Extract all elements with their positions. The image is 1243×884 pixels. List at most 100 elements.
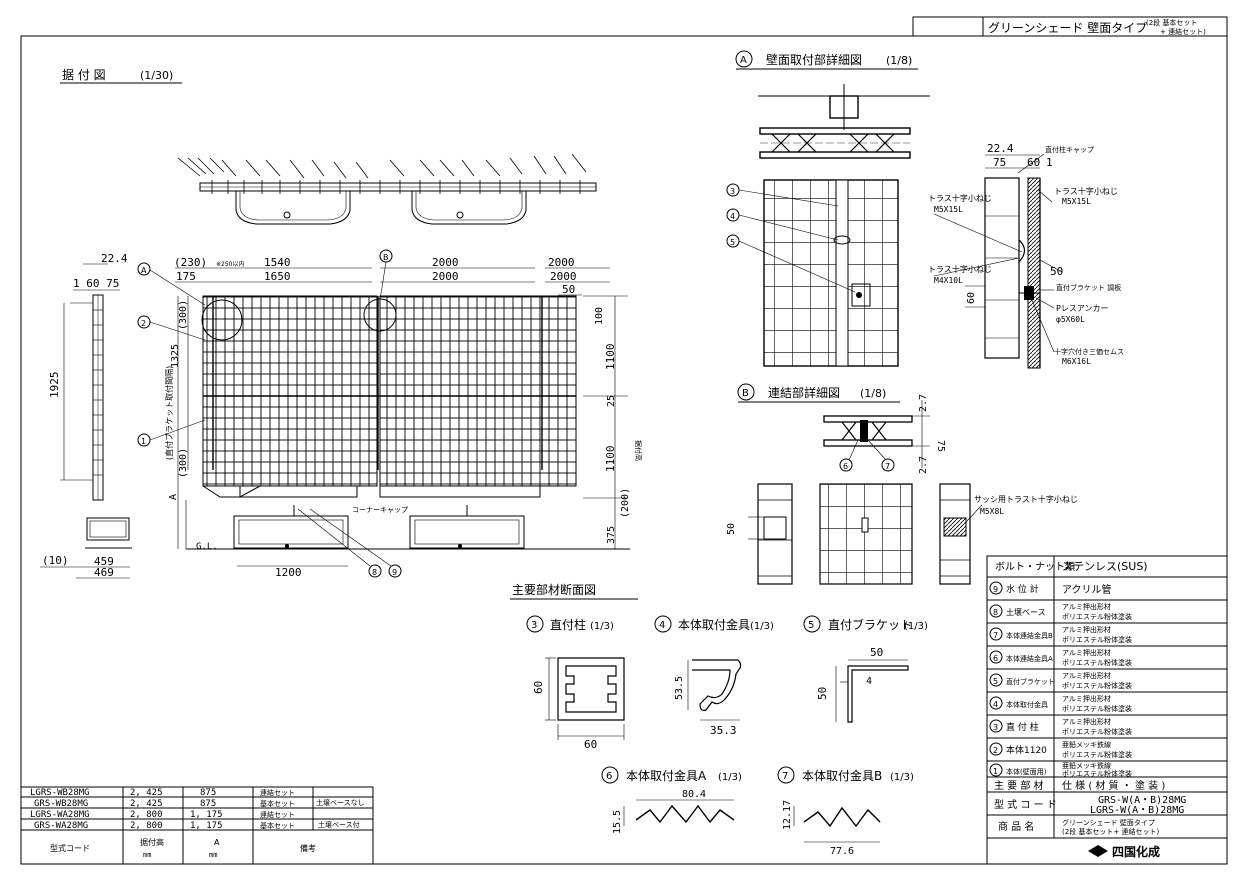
part-name: 水 位 計 xyxy=(1006,583,1039,595)
part-spec: アルミ押出形材 xyxy=(1062,717,1111,726)
installation-callouts xyxy=(137,249,402,578)
callout-4: 4 xyxy=(730,212,735,221)
model-row-a: 1, 175 xyxy=(190,810,223,820)
dim-1325: 1325 xyxy=(170,344,181,368)
dim-230-note: ※250以内 xyxy=(216,260,244,268)
part-name: 直付ブラケット xyxy=(1006,677,1055,686)
section-7-scale: (1/3) xyxy=(890,772,914,783)
model-header-height-unit: mm xyxy=(143,851,151,859)
part-num: 3 xyxy=(993,723,998,732)
detail-a-dim-50: 50 xyxy=(1050,265,1063,278)
section-3-dim-w: 60 xyxy=(584,738,597,751)
detail-a-dim-1: 1 xyxy=(1046,156,1053,169)
part-num: 2 xyxy=(993,746,998,755)
model-header-code: 型式コード xyxy=(50,843,90,853)
title-block: グリーンシェード 壁面タイプ (2段 基本セット + 連結セット) xyxy=(912,16,1228,37)
detail-a-label: 壁面取付部詳細図 xyxy=(766,52,862,67)
section-3-label: 直付柱 xyxy=(550,617,586,632)
detail-a-dim-75: 75 xyxy=(993,156,1006,169)
section-5-num: 5 xyxy=(808,620,814,631)
dim-459: 459 xyxy=(94,555,114,568)
model-row-height: 2, 425 xyxy=(130,799,163,809)
model-row-code: LGRS-WA28MG xyxy=(30,810,90,820)
section-6-dim-h: 15.5 xyxy=(612,810,623,834)
detail-b-scale: (1/8) xyxy=(860,387,886,400)
dim-100: 100 xyxy=(594,307,605,325)
title-variant-2: + 連結セット) xyxy=(1160,27,1206,36)
model-row-code: LGRS-WB28MG xyxy=(30,788,90,798)
height-note: 据付高 xyxy=(634,440,643,461)
side-view xyxy=(40,263,132,579)
note-truss-screw-2-size: M5X15L xyxy=(934,205,963,214)
detail-b-view: B 連結部詳細図 (1/8) 2.7 75 2.7 6 7 50 xyxy=(726,383,1078,585)
section-6-label: 本体取付金具A xyxy=(626,768,707,783)
detail-a-dim-22-4: 22.4 xyxy=(987,142,1014,155)
model-header-remarks: 備考 xyxy=(300,843,316,853)
section-6-num: 6 xyxy=(606,771,612,782)
installation-scale: (1/30) xyxy=(140,69,173,82)
detail-b-marker: B xyxy=(742,388,749,399)
detail-b-label: 連結部詳細図 xyxy=(768,385,840,400)
model-row-set: 基本セット xyxy=(260,821,295,830)
section-5-dim-w: 50 xyxy=(870,646,883,659)
dim-50: 50 xyxy=(562,283,575,296)
callout-7: 7 xyxy=(885,462,890,471)
dim-2000-a: 2000 xyxy=(432,256,459,269)
dim-2000-c: 2000 xyxy=(548,256,575,269)
section-6-scale: (1/3) xyxy=(718,772,742,783)
dim-175: 175 xyxy=(176,270,196,283)
section-3-dim-h: 60 xyxy=(532,681,545,694)
dim-22-4: 22.4 xyxy=(101,252,128,265)
part-spec: ポリエステル粉体塗装 xyxy=(1062,750,1132,759)
section-5-label: 直付ブラケット xyxy=(828,617,912,632)
part-name: 本体取付金具 xyxy=(1006,700,1048,709)
section-4-label: 本体取付金具 xyxy=(678,617,750,632)
model-header-a: A xyxy=(214,838,220,847)
part-spec: アルミ押出形材 xyxy=(1062,648,1111,657)
part-spec: アクリル管 xyxy=(1062,583,1112,596)
note-column-cap: 直付柱キャップ xyxy=(1045,145,1094,154)
callout-3: 3 xyxy=(730,187,735,196)
dim-1925: 1925 xyxy=(48,372,61,399)
part-spec: アルミ押出形材 xyxy=(1062,625,1111,634)
part-spec: ポリエステル粉体塗装 xyxy=(1062,681,1132,690)
section-4-dim-w: 35.3 xyxy=(710,724,737,737)
product-name-value-2: (2段 基本セット+ 連結セット) xyxy=(1062,827,1159,836)
dim-1540: 1540 xyxy=(264,256,291,269)
part-num: 5 xyxy=(993,677,998,686)
title-variant-1: (2段 基本セット xyxy=(1146,18,1197,27)
dim-2000-b: 2000 xyxy=(432,270,459,283)
dim-300-b: (300) xyxy=(178,448,189,478)
dim-300-a: (300) xyxy=(178,300,189,330)
callout-6: 6 xyxy=(843,462,848,471)
section-4-scale: (1/3) xyxy=(750,621,774,632)
model-row-set: 連結セット xyxy=(260,810,295,819)
part-name: 本体連結金具B xyxy=(1006,631,1053,640)
part-num: 4 xyxy=(993,700,998,709)
bolt-value: ステンレス(SUS) xyxy=(1062,560,1148,573)
main-parts-label: 主 要 部 材 xyxy=(994,779,1044,792)
section-5-scale: (1/3) xyxy=(904,621,928,632)
model-code-value-1: GRS-W(A・B)28MG xyxy=(1098,795,1186,806)
dim-2000-d: 2000 xyxy=(550,270,577,283)
section-7-dim-h: 12.17 xyxy=(782,800,793,830)
model-row-set: 基本セット xyxy=(260,799,295,808)
callout-9: 9 xyxy=(392,568,397,577)
bolt-label: ボルト・ナット類 xyxy=(995,561,1075,573)
note-truss-screw-1-size: M5X15L xyxy=(1062,197,1091,206)
part-num: 7 xyxy=(993,631,998,640)
sections-label: 主要部材断面図 xyxy=(512,582,596,597)
part-num: 1 xyxy=(993,767,998,776)
product-name-label: 商 品 名 xyxy=(998,820,1034,833)
detail-b-dim-2-7-a: 2.7 xyxy=(918,394,929,412)
part-spec: アルミ押出形材 xyxy=(1062,602,1111,611)
part-num: 6 xyxy=(993,654,998,663)
section-5-dim-t: 4 xyxy=(866,676,872,687)
callout-b: B xyxy=(383,253,389,262)
section-7-num: 7 xyxy=(782,771,788,782)
model-header-a-unit: mm xyxy=(209,851,217,859)
part-spec: ポリエステル粉体塗装 xyxy=(1062,704,1132,713)
detail-b-dim-2-7-b: 2.7 xyxy=(918,456,929,474)
note-sash-screw-size: M5X8L xyxy=(980,507,1004,516)
